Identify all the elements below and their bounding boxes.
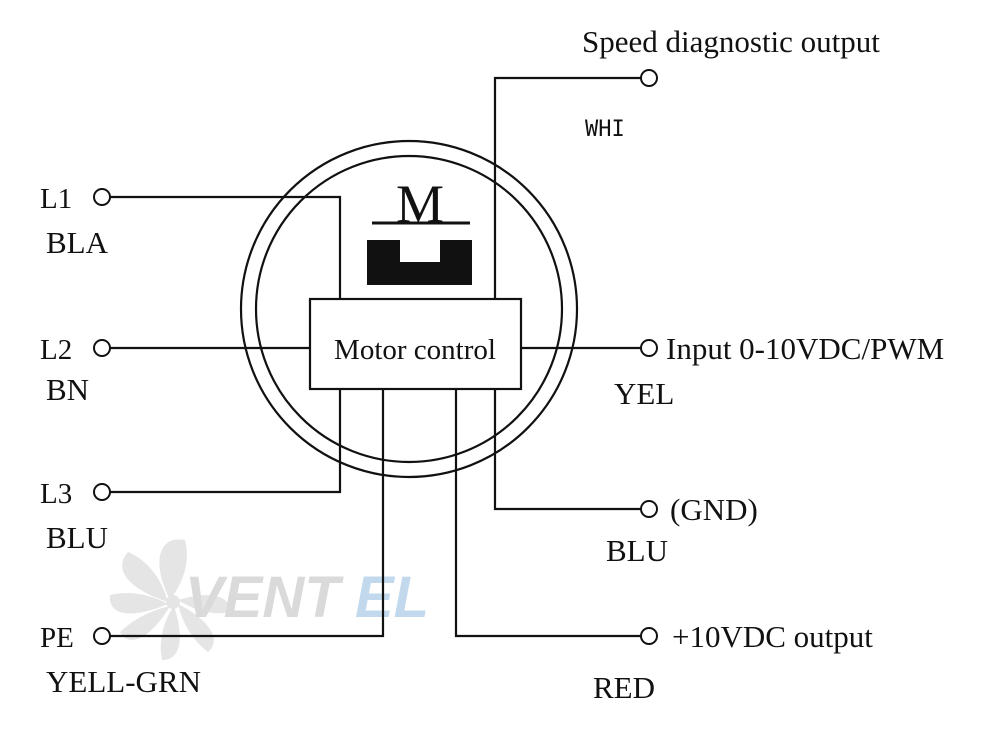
motor-control-box [308, 297, 523, 391]
terminal-l3-icon [93, 483, 111, 501]
wire-gnd [493, 389, 641, 511]
gnd-color-label: BLU [606, 533, 668, 568]
wire-pe [110, 389, 385, 638]
l1-color-label: BLA [46, 225, 109, 260]
motor-rotor-icon [367, 240, 472, 285]
motor-housing-outer [239, 139, 579, 479]
wire-supply [454, 389, 641, 638]
l1-code-label: L1 [40, 183, 72, 215]
supply-signal-label: +10VDC output [672, 619, 873, 654]
fan-logo-icon [109, 539, 231, 660]
watermark-text-part1: VENT [185, 565, 344, 630]
watermark: VENT EL [109, 539, 429, 660]
terminal-l2-icon [93, 339, 111, 357]
wires [110, 76, 641, 638]
l3-color-label: BLU [46, 520, 108, 555]
terminal-supply-icon [640, 627, 658, 645]
watermark-text-part2: EL [355, 565, 429, 630]
wire-l3 [110, 389, 342, 494]
motor-housing-inner [254, 154, 564, 464]
terminal-pe-icon [93, 627, 111, 645]
supply-color-label: RED [593, 670, 655, 705]
speed-color-label: WHI [585, 117, 625, 142]
wire-l1 [110, 195, 342, 299]
input-signal-label: Input 0-10VDC/PWM [666, 331, 944, 366]
input-color-label: YEL [614, 376, 674, 411]
l2-color-label: BN [46, 372, 89, 407]
l3-code-label: L3 [40, 478, 72, 510]
terminal-speed-icon [640, 69, 658, 87]
wire-speed [493, 76, 641, 299]
pe-code-label: PE [40, 622, 74, 654]
speed-signal-label: Speed diagnostic output [582, 24, 880, 59]
gnd-signal-label: (GND) [670, 492, 758, 527]
terminal-gnd-icon [640, 500, 658, 518]
motor-symbol-label: M [396, 174, 444, 234]
terminal-l1-icon [93, 188, 111, 206]
terminals [93, 69, 658, 645]
pe-color-label: YELL-GRN [46, 664, 201, 699]
motor-control-label: Motor control [334, 334, 496, 366]
l2-code-label: L2 [40, 334, 72, 366]
terminal-input-icon [640, 339, 658, 357]
